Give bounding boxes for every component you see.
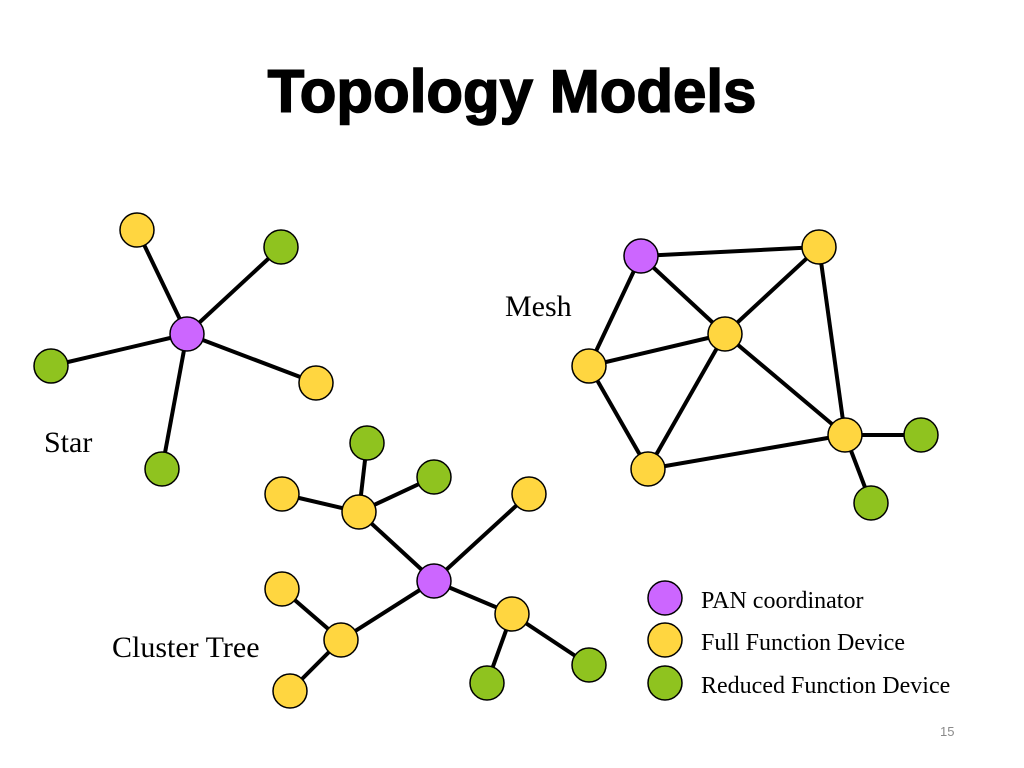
cluster-tree-link xyxy=(339,579,436,642)
cluster-tree-node-full-function-device xyxy=(494,596,530,632)
star-link xyxy=(50,332,188,368)
mesh-link xyxy=(588,332,726,368)
star-link xyxy=(135,229,189,335)
mesh-node-full-function-device xyxy=(571,348,607,384)
mesh-node-reduced-function-device xyxy=(903,417,939,453)
slide-number: 15 xyxy=(940,724,955,739)
mesh-link xyxy=(639,254,727,336)
mesh-label: Mesh xyxy=(505,290,572,323)
cluster-tree-node-full-function-device xyxy=(341,494,377,530)
mesh-link xyxy=(646,333,727,470)
cluster-tree-node-reduced-function-device xyxy=(349,425,385,461)
mesh-node-full-function-device xyxy=(801,229,837,265)
cluster-tree-link xyxy=(432,492,531,583)
mesh-link xyxy=(723,245,821,336)
legend-label-rfd: Reduced Function Device xyxy=(701,673,951,699)
mesh-link xyxy=(817,246,847,436)
mesh-node-full-function-device xyxy=(630,451,666,487)
mesh-node-full-function-device xyxy=(827,417,863,453)
cluster-tree-node-full-function-device xyxy=(323,622,359,658)
star-node-full-function-device xyxy=(119,212,155,248)
slide-title: Topology Models xyxy=(267,57,757,126)
legend-label-ffd: Full Function Device xyxy=(701,630,905,656)
cluster-tree-node-reduced-function-device xyxy=(571,647,607,683)
star-node-full-function-device xyxy=(298,365,334,401)
cluster-tree-label: Cluster Tree xyxy=(112,631,260,664)
mesh-link xyxy=(587,255,643,367)
mesh-link xyxy=(640,245,820,258)
cluster-tree-node-full-function-device xyxy=(272,673,308,709)
mesh-link xyxy=(587,365,650,470)
cluster-tree-node-full-function-device xyxy=(264,476,300,512)
star-node-pan-coordinator xyxy=(169,316,205,352)
star-link xyxy=(185,245,283,336)
star-node-reduced-function-device xyxy=(144,451,180,487)
legend-swatch-pan-coordinator xyxy=(647,580,683,616)
mesh-node-reduced-function-device xyxy=(853,485,889,521)
mesh-node-full-function-device xyxy=(707,316,743,352)
legend-swatch-reduced-function-device xyxy=(647,665,683,701)
star-node-reduced-function-device xyxy=(263,229,299,265)
cluster-tree-node-full-function-device xyxy=(511,476,547,512)
cluster-tree-node-full-function-device xyxy=(264,571,300,607)
mesh-link xyxy=(647,433,846,471)
cluster-tree-node-reduced-function-device xyxy=(469,665,505,701)
mesh-link xyxy=(723,332,847,437)
cluster-tree-node-pan-coordinator xyxy=(416,563,452,599)
cluster-tree-node-reduced-function-device xyxy=(416,459,452,495)
star-label: Star xyxy=(44,426,93,459)
legend-label-pan: PAN coordinator xyxy=(701,588,864,614)
star-node-reduced-function-device xyxy=(33,348,69,384)
star-link xyxy=(160,333,189,470)
star-link xyxy=(186,332,317,385)
legend-swatch-full-function-device xyxy=(647,622,683,658)
mesh-node-pan-coordinator xyxy=(623,238,659,274)
